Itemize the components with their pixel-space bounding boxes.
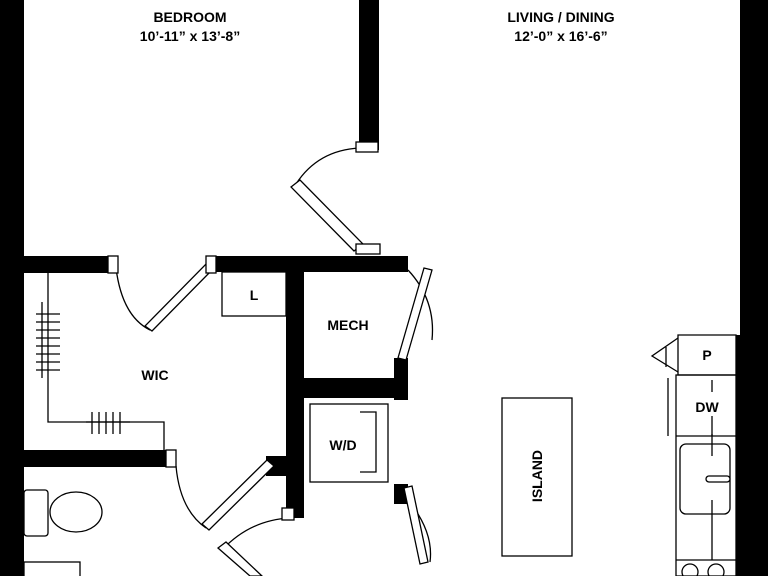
pantry-label: P	[702, 347, 711, 363]
kitchen-right-wall	[736, 335, 768, 576]
mech-label: MECH	[327, 317, 368, 333]
bedroom-door-hinge-lower	[355, 243, 381, 255]
bedroom-door-hinge	[355, 141, 379, 153]
living-dining-label: LIVING / DINING	[507, 9, 614, 25]
mech-door-swing	[407, 269, 434, 341]
toilet	[23, 489, 103, 537]
dishwasher-label: DW	[695, 399, 719, 415]
wic-door-jamb-left	[107, 255, 119, 274]
wd-door-leaf	[403, 485, 429, 565]
right-exterior-wall	[740, 0, 768, 335]
wic-door-leaf	[144, 261, 215, 332]
bedroom-wic-wall-right	[208, 256, 408, 272]
wic-bath-wall	[24, 450, 174, 467]
wic-hanging-rod-horizontal	[86, 412, 130, 434]
washer-dryer-outer	[309, 403, 389, 483]
wic-hanging-rod-vertical	[36, 302, 60, 378]
mech-wall-bottom	[304, 378, 406, 398]
wic-door-jamb-right	[205, 255, 217, 274]
bath-door-leaf	[201, 459, 275, 531]
range	[676, 559, 736, 576]
pantry-door	[650, 337, 679, 373]
island-label: ISLAND	[529, 450, 545, 502]
bedroom-label: BEDROOM	[153, 9, 226, 25]
kitchen-sink	[679, 434, 731, 560]
mech-wall-left	[286, 256, 304, 518]
bedroom-door-leaf	[290, 179, 364, 252]
bedroom-wic-wall-left	[24, 256, 116, 273]
entry-door-jamb	[281, 507, 295, 521]
washer-dryer-inner	[360, 411, 377, 473]
bath-counter	[23, 561, 81, 576]
wic-label: WIC	[141, 367, 168, 383]
entry-door-leaf	[216, 541, 263, 576]
mech-door-leaf	[397, 267, 433, 361]
bath-door-jamb	[266, 456, 288, 476]
island-counter	[501, 397, 573, 557]
linen-label: L	[250, 287, 259, 303]
wic-door-swing	[115, 267, 151, 331]
bedroom-dimensions: 10’-11” x 13’-8”	[140, 28, 240, 44]
bedroom-door-swing	[295, 147, 361, 185]
linen-closet-outline	[221, 271, 287, 317]
left-exterior-wall	[0, 0, 24, 576]
living-dining-dimensions: 12’-0” x 16’-6”	[514, 28, 607, 44]
washer-dryer-label: W/D	[329, 437, 356, 453]
fixtures	[23, 271, 737, 576]
room-labels: BEDROOM 10’-11” x 13’-8” LIVING / DINING…	[140, 9, 720, 502]
bedroom-living-partition	[359, 0, 379, 150]
kitchen-counter	[675, 374, 737, 576]
bath-door-jamb	[165, 449, 177, 468]
mech-door-jamb	[394, 358, 408, 400]
bath-door-swing	[175, 465, 207, 529]
entry-door-swing	[221, 517, 291, 551]
doors	[107, 141, 434, 576]
